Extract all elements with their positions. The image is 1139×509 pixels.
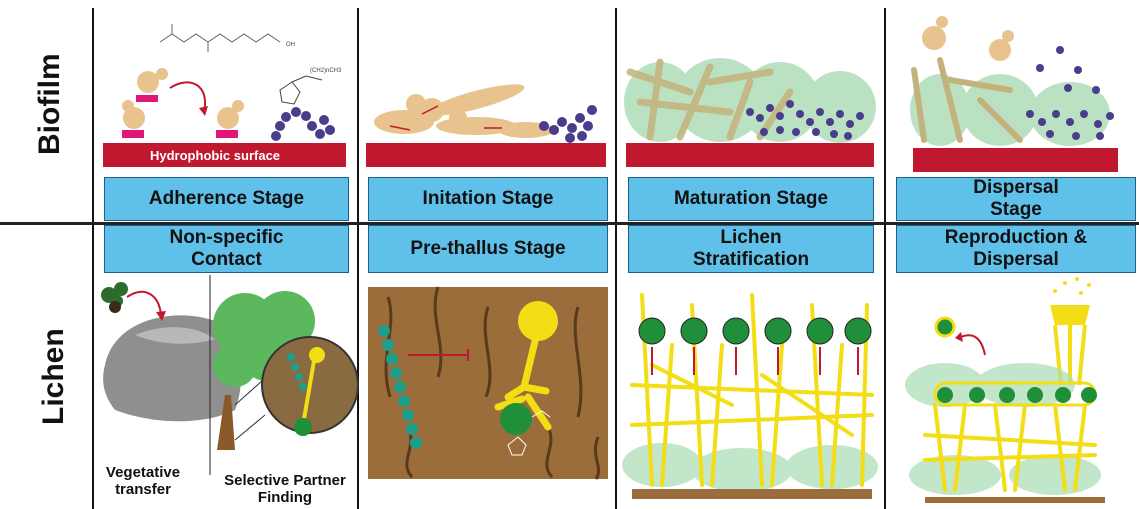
- dispersal-illustration: [900, 10, 1130, 150]
- surface-initiation: [366, 143, 606, 167]
- stage-non-specific-contact: Non-specific Contact: [104, 225, 349, 273]
- non-specific-contact-illustration: [95, 275, 355, 475]
- divider-4: [884, 8, 886, 509]
- divider-2: [357, 8, 359, 509]
- maturation-illustration: [620, 42, 880, 147]
- stage-maturation: Maturation Stage: [628, 177, 874, 221]
- stage-lichen-stratification: Lichen Stratification: [628, 225, 874, 273]
- svg-text:OH: OH: [286, 42, 295, 48]
- surface-dispersal: [913, 148, 1118, 172]
- hydrophobic-surface-label: Hydrophobic surface: [150, 148, 280, 163]
- caption-selective-partner-finding: Selective Partner Finding: [210, 472, 360, 506]
- stage-dispersal: Dispersal Stage: [896, 177, 1136, 221]
- row-label-biofilm: Biofilm: [33, 75, 67, 155]
- reproduction-illustration: [905, 275, 1130, 505]
- divider-1: [92, 8, 94, 509]
- adherence-illustration: OH (CH2)nCH3: [100, 20, 350, 145]
- caption-vegetative-transfer: Vegetative transfer: [98, 464, 188, 498]
- divider-3: [615, 8, 617, 509]
- initiation-illustration: [366, 60, 606, 145]
- stage-pre-thallus: Pre-thallus Stage: [368, 225, 608, 273]
- stratification-illustration: [622, 285, 882, 505]
- pre-thallus-illustration: [368, 287, 608, 479]
- stage-initiation: Initation Stage: [368, 177, 608, 221]
- stage-adherence: Adherence Stage: [104, 177, 349, 221]
- svg-text:(CH2)nCH3: (CH2)nCH3: [310, 68, 342, 74]
- row-label-lichen: Lichen: [37, 345, 71, 425]
- stage-reproduction-dispersal: Reproduction & Dispersal: [896, 225, 1136, 273]
